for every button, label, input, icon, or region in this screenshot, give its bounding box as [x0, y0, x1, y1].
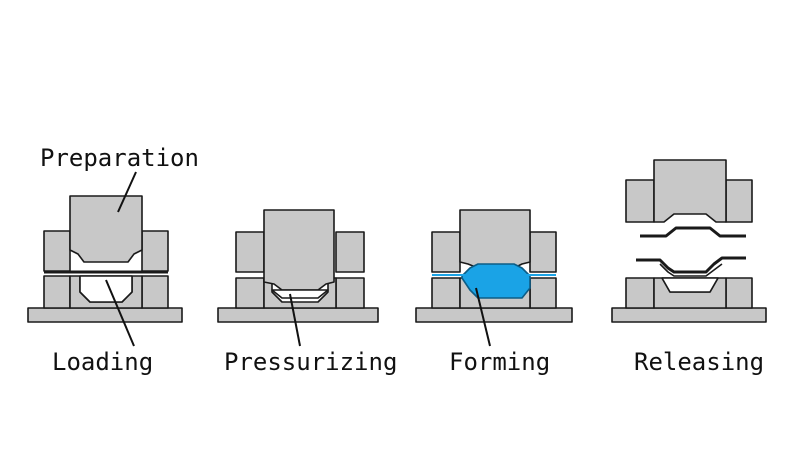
stage4-formed-part: [636, 256, 746, 274]
stage3-upper-holder-left: [431, 231, 461, 273]
stage-releasing: [611, 159, 767, 323]
stage1-base-plate: [27, 307, 183, 323]
label-pressurizing: Pressurizing: [224, 348, 398, 376]
stage2-base-plate: [217, 307, 379, 323]
stage4-lower-die-left: [625, 277, 655, 309]
leader-pressurizing: [289, 293, 301, 347]
stage1-upper-holder-right: [141, 230, 169, 272]
stage1-blank-cavity-gap: [79, 275, 133, 303]
stage3-punch: [459, 209, 531, 269]
stage3-upper-holder-right: [529, 231, 557, 273]
stage4-upper-holder-left: [625, 179, 655, 223]
stage3-base-plate: [415, 307, 573, 323]
stage-forming: [415, 209, 573, 323]
stage1-lower-die-right: [141, 275, 169, 309]
stage1-punch: [69, 195, 143, 263]
stage2-punch: [263, 209, 335, 291]
stage2-blank-gap: [271, 289, 329, 299]
leader-preparation: [117, 171, 137, 213]
label-forming: Forming: [449, 348, 551, 376]
label-loading: Loading: [52, 348, 154, 376]
label-preparation: Preparation: [40, 144, 199, 172]
stage1-upper-holder-left: [43, 230, 71, 272]
stage2-lower-die-right: [335, 277, 365, 309]
stage2-lower-die-left: [235, 277, 265, 309]
stage4-upper-holder-right: [725, 179, 753, 223]
stage3-lower-die-right: [529, 277, 557, 309]
leader-forming: [475, 287, 491, 347]
stage3-forming-fluid: [461, 263, 531, 299]
stage2-upper-holder-left: [235, 231, 265, 273]
stage4-lower-die-right: [725, 277, 753, 309]
stage1-lower-die-left: [43, 275, 71, 309]
stage-loading: [27, 195, 183, 323]
stage2-upper-holder-right: [335, 231, 365, 273]
stage4-punch: [653, 159, 727, 223]
stage4-formed-part-lower: [659, 263, 723, 277]
stage4-upper-sheet: [640, 226, 746, 238]
label-releasing: Releasing: [634, 348, 765, 376]
stage4-lower-die-cavity-gap: [661, 277, 719, 293]
stage3-lower-die-left: [431, 277, 461, 309]
leader-loading: [105, 279, 135, 347]
stage-pressurizing: [217, 209, 379, 323]
stage4-base-plate: [611, 307, 767, 323]
